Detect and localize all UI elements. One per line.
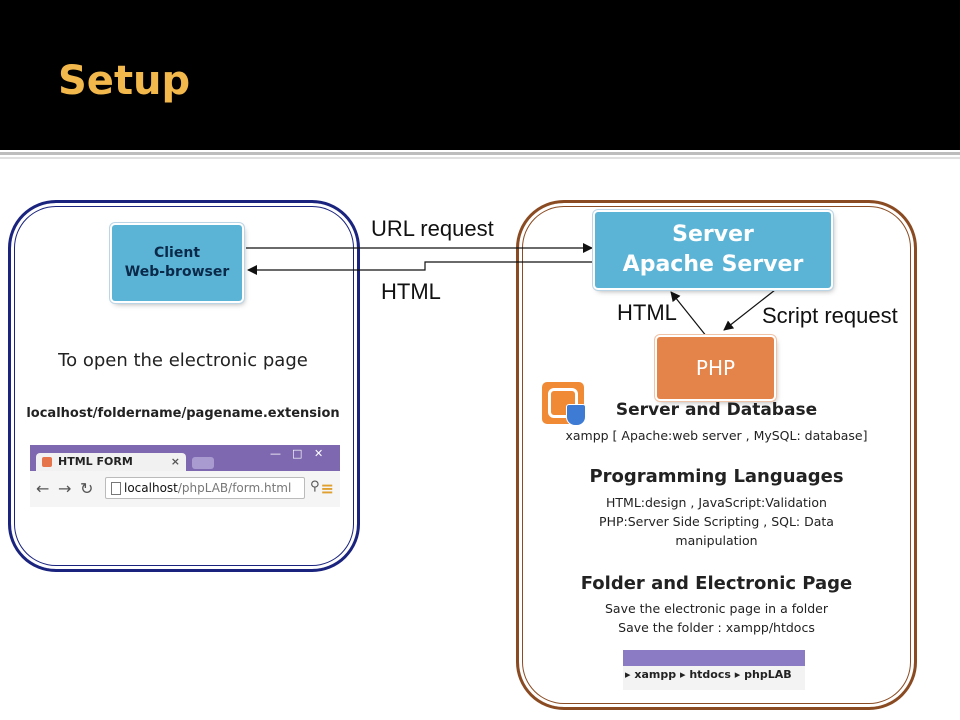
browser-tab-title: HTML FORM [58,455,133,468]
section-line: Save the folder : xampp/htdocs [618,620,815,635]
folder-path-item: phpLAB [744,668,792,681]
section-line: HTML:design , JavaScript:Validation [606,495,827,510]
server-box-line1: Server [672,222,754,247]
script-request-label: Script request [762,303,898,328]
section-title-programming-languages: Programming Languages [589,466,844,487]
folder-path-item: htdocs [689,668,731,681]
client-box-line1: Client [153,245,201,261]
url-path: /phpLAB/form.html [177,481,292,495]
script-request-arrow [723,289,776,331]
php-box: PHP [657,337,774,399]
url-pattern: localhost/foldername/pagename.extension [26,406,340,421]
new-tab-icon [192,457,214,469]
page-icon [111,482,121,495]
close-icon: × [170,455,180,468]
maximize-icon: □ [292,447,303,460]
browser-screenshot: HTML FORM × — □ ✕ ← → ↻ localhost/phpLAB… [30,445,340,507]
php-html-arrow [670,291,708,338]
slide-title: Setup [58,58,191,104]
minimize-icon: — [270,447,281,460]
forward-arrow-icon: → [58,479,72,498]
folder-path: ▸ xampp ▸ htdocs ▸ phpLAB [625,668,792,681]
client-box-line2: Web-browser [124,264,230,280]
section-line: Save the electronic page in a folder [604,601,828,616]
section-line: xampp [ Apache:web server , MySQL: datab… [565,428,868,443]
shield-icon [566,404,586,426]
html-response-label: HTML [381,279,441,304]
header-divider [0,152,960,155]
folder-path-screenshot: ▸ xampp ▸ htdocs ▸ phpLAB [623,650,805,690]
server-panel [516,200,917,710]
browser-navbar: ← → ↻ localhost/phpLAB/form.html ⚲ ≡ [30,471,340,507]
server-box-line2: Apache Server [622,252,804,277]
zoom-icon: ⚲ [310,479,320,494]
slide-header [0,0,960,150]
php-box-label: PHP [695,356,736,380]
open-page-caption: To open the electronic page [58,350,308,371]
section-line: manipulation [675,533,758,548]
section-title-server-database: Server and Database [615,400,818,420]
html-response-arrow [247,261,592,275]
browser-address-bar: localhost/phpLAB/form.html [105,477,305,499]
chevron-right-icon: ▸ [679,668,686,681]
apache-server-box: Server Apache Server [595,212,831,288]
header-divider-secondary [0,157,960,159]
xampp-logo-icon [542,382,586,426]
chevron-right-icon: ▸ [625,668,631,681]
menu-icon: ≡ [320,479,334,498]
url-request-label: URL request [371,216,494,241]
folder-path-item: xampp [634,668,677,681]
favicon-icon [42,457,52,467]
section-title-folder-page: Folder and Electronic Page [580,573,853,594]
reload-icon: ↻ [80,479,94,498]
client-panel [8,200,360,572]
browser-tabbar: HTML FORM × — □ ✕ [30,445,340,471]
browser-tab: HTML FORM × [36,453,186,471]
php-html-label: HTML [617,300,677,325]
back-arrow-icon: ← [36,479,50,498]
chevron-right-icon: ▸ [734,668,741,681]
window-close-icon: ✕ [314,447,324,460]
url-host: localhost [124,481,178,495]
client-browser-box: Client Web-browser [112,225,242,301]
section-line: PHP:Server Side Scripting , SQL: Data [599,514,834,529]
